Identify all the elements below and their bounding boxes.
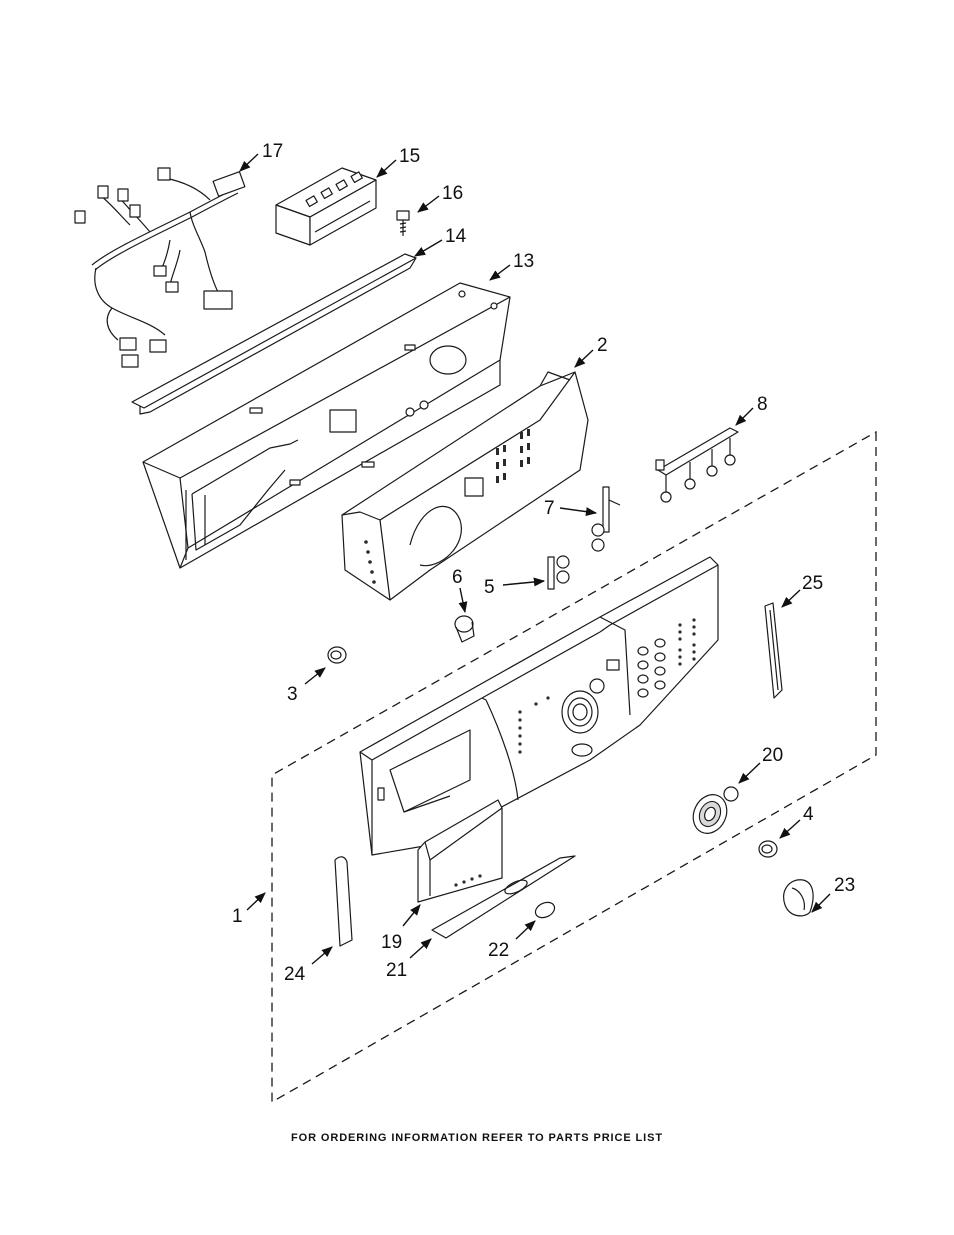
knob-part xyxy=(783,879,814,917)
callout-6: 6 xyxy=(452,567,463,588)
left-end-cap-part xyxy=(334,856,353,947)
housing-bracket-part xyxy=(341,371,589,601)
push-rod-part xyxy=(591,486,621,552)
callout-20: 20 xyxy=(762,745,783,766)
callout-8: 8 xyxy=(757,394,768,415)
screw-part xyxy=(396,210,410,236)
drawer-handle-part xyxy=(417,799,503,903)
trim-strip-part xyxy=(431,855,576,939)
ordering-info-footer: FOR ORDERING INFORMATION REFER TO PARTS … xyxy=(291,1132,663,1144)
button-cap-small-part xyxy=(758,840,778,858)
callout-2: 2 xyxy=(597,335,608,356)
callout-arrows xyxy=(239,153,831,965)
bracket-rail-part xyxy=(131,253,417,415)
callout-5: 5 xyxy=(484,577,495,598)
callout-13: 13 xyxy=(513,251,534,272)
wire-harness-part xyxy=(74,167,246,368)
console-assembly-boundary xyxy=(271,430,877,1104)
callout-25: 25 xyxy=(802,573,823,594)
console-frame-part xyxy=(142,282,511,569)
knob-shaft-part xyxy=(454,615,475,643)
callout-1: 1 xyxy=(232,906,243,927)
callout-23: 23 xyxy=(834,875,855,896)
callout-15: 15 xyxy=(399,146,420,167)
callout-4: 4 xyxy=(803,804,814,825)
callout-24: 24 xyxy=(284,964,306,985)
callout-3: 3 xyxy=(287,684,298,705)
right-end-cap-part xyxy=(764,602,783,699)
dial-ring-part xyxy=(692,786,739,834)
callout-22: 22 xyxy=(488,940,509,961)
lens-part xyxy=(534,901,556,919)
callout-16: 16 xyxy=(442,183,463,204)
callout-19: 19 xyxy=(381,932,402,953)
push-rod-small-part xyxy=(547,555,570,590)
callout-21: 21 xyxy=(386,960,407,981)
button-bracket-part xyxy=(655,427,739,503)
console-panel-part xyxy=(359,556,719,856)
button-cap-part xyxy=(327,646,347,664)
callout-14: 14 xyxy=(445,226,467,247)
callout-7: 7 xyxy=(544,498,555,519)
control-module-part xyxy=(275,167,377,246)
callout-17: 17 xyxy=(262,141,283,162)
